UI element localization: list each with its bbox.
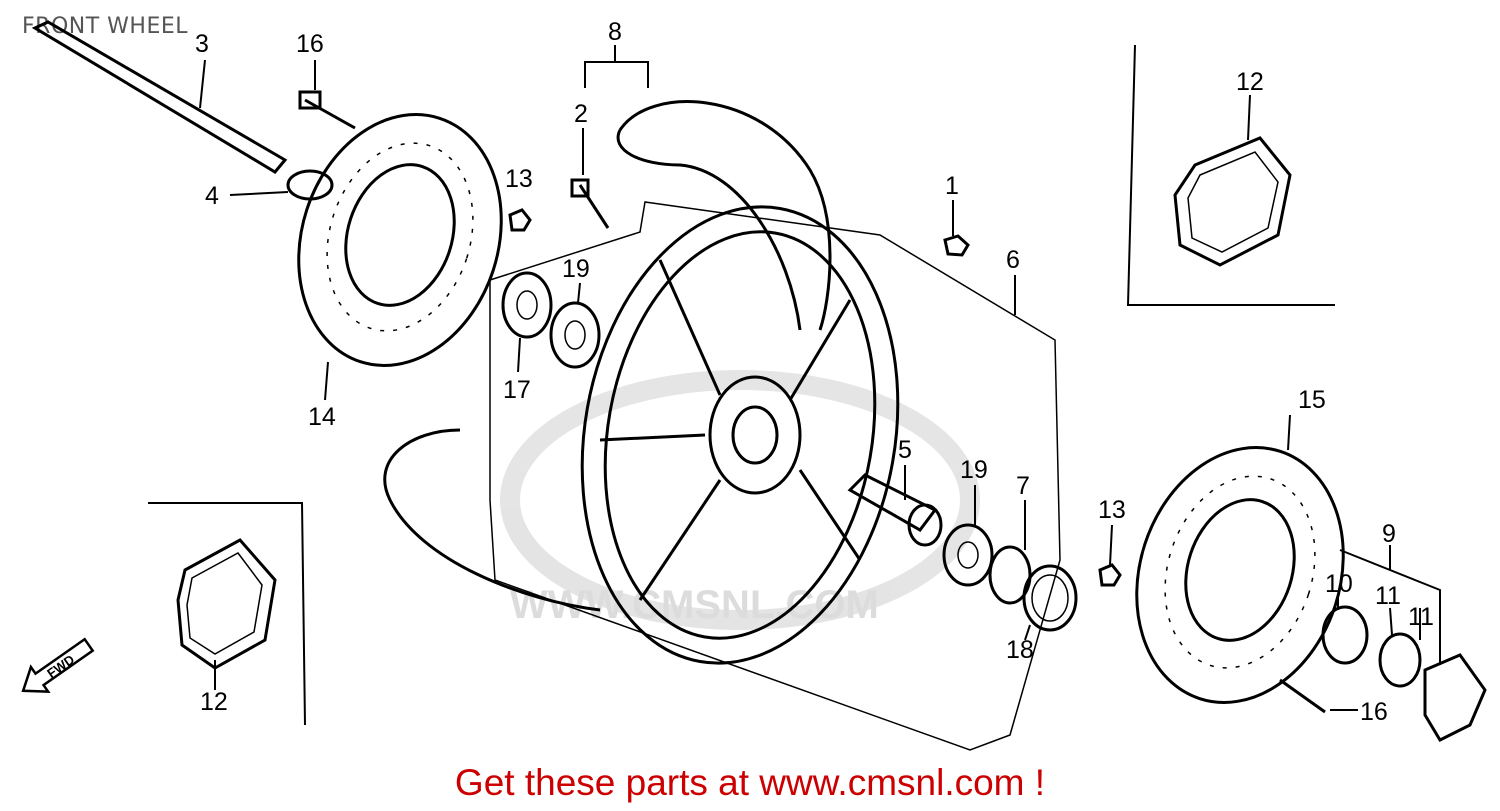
gearbox-housing bbox=[1423, 653, 1487, 742]
seal-17 bbox=[501, 271, 553, 339]
watermark: WWW.CMSNL.COM bbox=[500, 370, 980, 630]
tire bbox=[383, 100, 832, 612]
callout-4: 4 bbox=[205, 182, 219, 210]
cable-16 bbox=[1279, 678, 1326, 714]
callout-19-right: 19 bbox=[960, 456, 988, 484]
callout-19-left: 19 bbox=[562, 255, 590, 283]
gasket-top bbox=[1173, 136, 1292, 267]
brake-disc-right bbox=[1135, 446, 1345, 704]
bearing-19-left bbox=[549, 301, 601, 369]
valve-top bbox=[298, 90, 356, 130]
callout-11-b: 11 bbox=[1408, 603, 1434, 631]
box-bottom-left bbox=[148, 502, 306, 726]
nut-13-right bbox=[1098, 563, 1122, 587]
washer-11 bbox=[1378, 632, 1422, 688]
brake-disc-left bbox=[297, 113, 503, 367]
callout-5: 5 bbox=[898, 436, 912, 464]
spacer-5 bbox=[847, 473, 943, 547]
bolt-1 bbox=[943, 234, 970, 257]
callout-16-top: 16 bbox=[296, 30, 324, 58]
callout-9: 9 bbox=[1382, 520, 1396, 548]
valve-2 bbox=[570, 178, 610, 229]
seal-18 bbox=[1022, 564, 1078, 632]
spacer-4 bbox=[286, 169, 334, 201]
gear-10 bbox=[1321, 605, 1369, 665]
footer-link-text[interactable]: Get these parts at www.cmsnl.com ! bbox=[454, 762, 1046, 803]
callout-16-right: 16 bbox=[1360, 698, 1388, 726]
fwd-label: FWD bbox=[44, 652, 77, 681]
wheel-box bbox=[489, 201, 1061, 751]
callout-2: 2 bbox=[574, 100, 588, 128]
callout-8: 8 bbox=[608, 18, 622, 46]
callout-15: 15 bbox=[1298, 386, 1326, 414]
callout-11-a: 11 bbox=[1375, 582, 1401, 610]
fwd-arrow-icon: FWD bbox=[21, 637, 95, 693]
callout-12-top: 12 bbox=[1236, 68, 1264, 96]
callout-12-bottom: 12 bbox=[200, 688, 228, 716]
callout-10: 10 bbox=[1325, 570, 1353, 598]
callout-13-top: 13 bbox=[505, 165, 533, 193]
axle bbox=[31, 20, 288, 174]
gasket-bottom bbox=[176, 538, 277, 670]
callout-3: 3 bbox=[195, 30, 209, 58]
callout-14: 14 bbox=[308, 403, 336, 431]
callout-17: 17 bbox=[503, 376, 531, 404]
callout-7: 7 bbox=[1016, 472, 1030, 500]
box-top-right bbox=[1126, 44, 1335, 306]
bearing-19-right bbox=[942, 523, 994, 587]
callout-1: 1 bbox=[945, 172, 959, 200]
callout-13-right: 13 bbox=[1098, 496, 1126, 524]
callout-6: 6 bbox=[1006, 246, 1020, 274]
wheel-rim bbox=[580, 205, 900, 665]
page-title: FRONT WHEEL bbox=[22, 14, 188, 39]
callout-18: 18 bbox=[1006, 636, 1034, 664]
nut-13-top bbox=[508, 208, 532, 232]
